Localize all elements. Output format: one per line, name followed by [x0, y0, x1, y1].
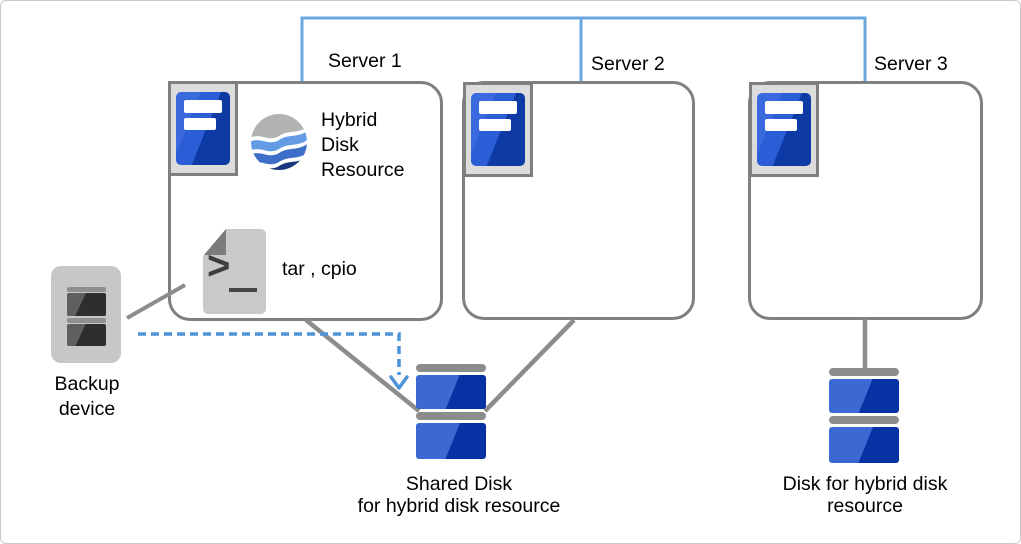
server-slot — [765, 101, 803, 114]
backup-device-drive — [67, 324, 106, 346]
cursor-underscore — [229, 288, 257, 292]
server-tower-icon — [749, 82, 819, 177]
disk-platter — [829, 427, 899, 463]
server-slot — [184, 118, 216, 130]
backup-device-drive — [67, 293, 106, 316]
server2-to-shared-disk-line — [483, 318, 576, 413]
server-tower-body — [757, 93, 811, 166]
server-tower-body — [471, 93, 525, 166]
backup-device-icon — [51, 266, 121, 363]
server1-to-shared-disk-line — [304, 318, 421, 413]
hybrid-disk-icon — [829, 368, 899, 463]
prompt-glyph: > — [207, 244, 231, 288]
server-slot — [479, 119, 511, 131]
backup-device-label-line: device — [58, 398, 116, 420]
backup-device-label-line: Backup — [54, 373, 120, 395]
backup-tools-label: tar , cpio — [282, 258, 357, 280]
backup-device-bar — [67, 318, 106, 323]
disk-platter — [829, 379, 899, 413]
shared-disk-label-line: for hybrid disk resource — [357, 495, 561, 517]
shared-disk-icon — [416, 364, 486, 459]
hybrid-disk-resource-label: Hybrid Disk Resource — [321, 108, 404, 183]
disk-platter-bar — [829, 416, 899, 424]
server2-label: Server 2 — [591, 53, 665, 75]
hybrid-disk-label: Disk for hybrid disk resource — [745, 473, 985, 517]
hybrid-disk-resource-sphere-icon — [251, 114, 307, 170]
disk-platter-bar — [416, 364, 486, 372]
server-tower-icon — [168, 81, 238, 176]
hybrid-disk-label-line: resource — [827, 495, 903, 517]
server-slot — [765, 119, 797, 131]
server-tower-body — [176, 92, 230, 165]
backup-device-label: Backup device — [31, 372, 143, 422]
server1-label: Server 1 — [328, 50, 402, 72]
backup-device-bar — [67, 287, 106, 292]
disk-platter — [416, 423, 486, 459]
disk-platter-bar — [416, 412, 486, 420]
shared-disk-label: Shared Disk for hybrid disk resource — [331, 473, 587, 517]
server-tower-icon — [463, 82, 533, 177]
backup-dashed-arrow-line — [138, 332, 401, 375]
server-slot — [479, 101, 517, 114]
hybrid-disk-resource-label-line: Resource — [321, 159, 405, 181]
shared-disk-label-line: Shared Disk — [405, 473, 513, 495]
hybrid-disk-resource-label-line: Hybrid — [321, 109, 378, 131]
hybrid-disk-resource-label-line: Disk — [321, 134, 359, 156]
server-slot — [184, 100, 222, 113]
backup-dashed-arrowhead — [389, 375, 409, 390]
terminal-file-icon: > — [203, 229, 266, 314]
server3-label: Server 3 — [874, 53, 948, 75]
disk-platter-bar — [829, 368, 899, 376]
hybrid-disk-label-line: Disk for hybrid disk — [782, 473, 948, 495]
disk-platter — [416, 375, 486, 409]
